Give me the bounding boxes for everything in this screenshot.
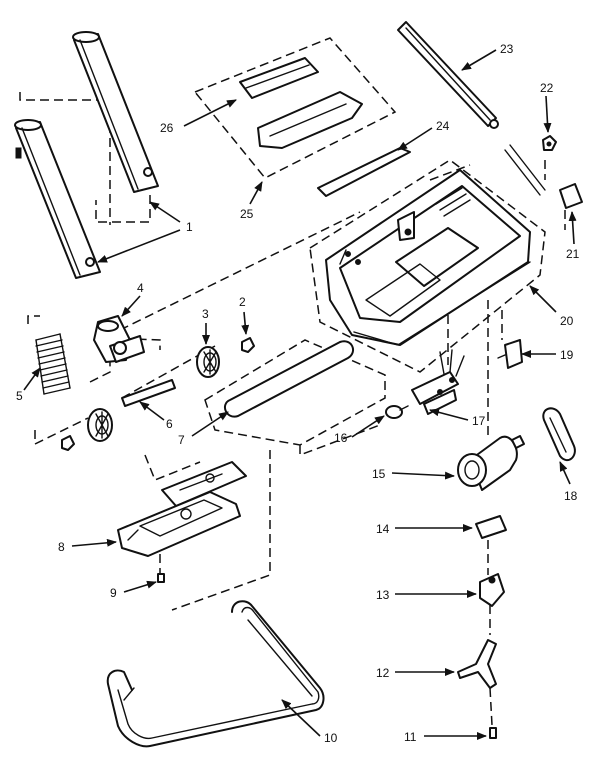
drive-belt (542, 407, 576, 462)
switch-assembly (411, 349, 465, 415)
neck-fitting (93, 315, 145, 363)
axle (121, 379, 176, 407)
nut-2 (241, 337, 255, 353)
base-plate (117, 491, 241, 557)
callout-6: 6 (166, 417, 173, 431)
leader-arrows (23, 49, 577, 740)
callout-25: 25 (240, 207, 254, 221)
pad (475, 515, 507, 539)
assembly-lines (19, 37, 566, 726)
callout-14: 14 (376, 522, 390, 536)
callout-13: 13 (376, 588, 390, 602)
callout-15: 15 (372, 467, 386, 481)
handle-tube-rear (72, 31, 159, 193)
callout-10: 10 (324, 731, 338, 745)
callout-9: 9 (110, 586, 117, 600)
bulb (385, 405, 409, 419)
callout-1: 1 (186, 220, 193, 234)
callout-23: 23 (500, 42, 514, 56)
main-housing (325, 169, 531, 346)
motor (457, 435, 525, 491)
callout-7: 7 (178, 433, 185, 447)
callout-5: 5 (16, 389, 23, 403)
handle-tube-front (14, 119, 101, 279)
callout-2: 2 (239, 295, 246, 309)
callout-3: 3 (202, 307, 209, 321)
bail-handle (106, 600, 325, 748)
bracket-19 (497, 339, 523, 369)
window-cover (239, 57, 319, 99)
callout-19: 19 (560, 348, 574, 362)
spring (35, 333, 71, 395)
callout-11: 11 (404, 730, 417, 744)
brush-roll (223, 340, 355, 418)
bumper-strip (317, 147, 411, 197)
y-bracket (457, 639, 497, 689)
callout-18: 18 (564, 489, 578, 503)
wheel-right (196, 346, 220, 378)
light-lens (257, 91, 363, 149)
callout-labels: 1 2 3 4 5 6 7 8 9 10 11 12 13 14 15 16 1… (16, 42, 580, 745)
cord-clip (504, 144, 546, 196)
callout-20: 20 (560, 314, 574, 328)
callout-22: 22 (540, 81, 554, 95)
callout-24: 24 (436, 119, 450, 133)
callout-17: 17 (472, 414, 486, 428)
bumper-cord (397, 21, 499, 129)
callout-12: 12 (376, 666, 390, 680)
callout-4: 4 (137, 281, 144, 295)
callout-26: 26 (160, 121, 174, 135)
callout-21: 21 (566, 247, 580, 261)
base-plate-upper (161, 461, 247, 507)
wheel-left (87, 408, 113, 442)
nut-left (61, 435, 75, 451)
screw-11 (489, 727, 497, 739)
clip-21 (559, 183, 583, 209)
callout-8: 8 (58, 540, 65, 554)
callout-16: 16 (334, 431, 348, 445)
nut-22 (542, 135, 557, 151)
screw-9 (157, 573, 165, 583)
bearing-clip (479, 573, 505, 607)
